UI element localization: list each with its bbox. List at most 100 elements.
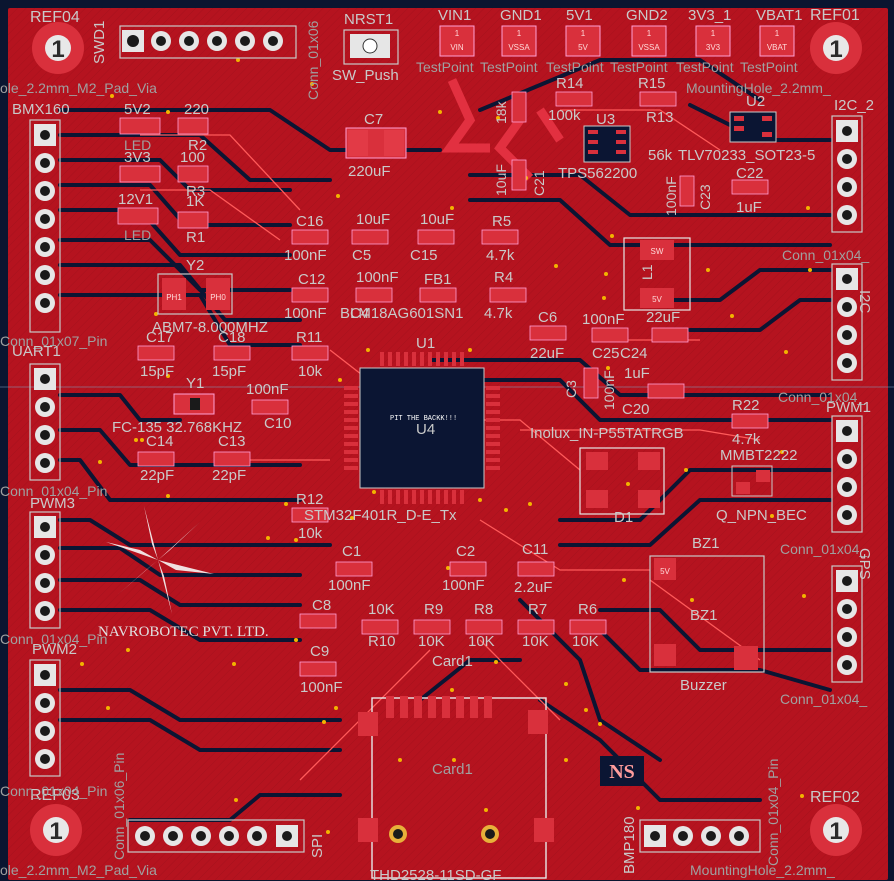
passives-right: C6 22uF 100nF C25 22uF C24 1uF C20 C3 10… — [493, 75, 769, 448]
svg-text:100nF: 100nF — [601, 370, 617, 410]
transistor-q1: MMBT2222 Q_NPN_BEC — [716, 447, 807, 524]
pwm1-connector: PWM1 Conn_01x04_ — [780, 399, 871, 557]
svg-text:C5: C5 — [352, 247, 371, 264]
uart-connector: UART1 Conn_01x04_Pin — [0, 343, 107, 499]
test-point-vin1: 1 VIN VIN1 — [438, 7, 475, 57]
svg-text:15pF: 15pF — [212, 363, 246, 380]
svg-text:Card1: Card1 — [432, 761, 473, 778]
ref01-value: MountingHole_2.2mm_ — [686, 80, 831, 96]
svg-text:Conn_01x04_: Conn_01x04_ — [780, 541, 867, 557]
svg-text:100k: 100k — [548, 107, 581, 124]
svg-text:C21: C21 — [531, 170, 547, 196]
mounting-hole-ref04: 1 — [32, 22, 84, 74]
svg-text:C4: C4 — [350, 305, 369, 322]
svg-text:VSSA: VSSA — [508, 43, 530, 52]
svg-text:LED: LED — [124, 137, 151, 153]
led-d1: Inolux_IN-P55TATRGB D1 — [530, 425, 684, 526]
svg-text:220uF: 220uF — [348, 163, 391, 180]
svg-text:C23: C23 — [697, 184, 713, 210]
svg-text:22pF: 22pF — [140, 467, 174, 484]
svg-text:22uF: 22uF — [530, 345, 564, 362]
svg-text:100nF: 100nF — [356, 269, 399, 286]
svg-text:56k: 56k — [648, 147, 673, 164]
nrst-switch: NRST1 SW_Push — [332, 11, 399, 84]
test-point-vbat1: 1 VBAT VBAT1 — [756, 7, 802, 57]
svg-text:BMP180: BMP180 — [621, 816, 638, 874]
svg-text:FC-135 32.768KHZ: FC-135 32.768KHZ — [112, 419, 242, 436]
svg-text:1: 1 — [49, 818, 62, 845]
svg-text:C11: C11 — [522, 541, 548, 558]
svg-text:10K: 10K — [368, 601, 395, 618]
svg-text:10uF: 10uF — [356, 211, 390, 228]
svg-text:BMX160: BMX160 — [12, 101, 70, 118]
svg-text:1uF: 1uF — [736, 199, 762, 216]
svg-text:1: 1 — [829, 818, 842, 845]
svg-text:Buzzer: Buzzer — [680, 677, 727, 694]
svg-text:1: 1 — [51, 36, 64, 63]
test-point-gnd2: 1 VSSA GND2 — [626, 7, 668, 57]
ref03-label: REF03 — [30, 787, 80, 804]
svg-text:TLV70233_SOT23-5: TLV70233_SOT23-5 — [678, 147, 815, 164]
svg-text:1uF: 1uF — [624, 365, 650, 382]
svg-text:Conn_01x04_Pin: Conn_01x04_Pin — [0, 483, 107, 499]
svg-text:L1: L1 — [639, 264, 655, 280]
svg-text:Conn_01x06_Pin: Conn_01x06_Pin — [111, 753, 127, 860]
svg-text:1: 1 — [829, 36, 842, 63]
svg-text:U2: U2 — [746, 93, 765, 110]
svg-text:10k: 10k — [298, 363, 323, 380]
svg-text:NRST1: NRST1 — [344, 11, 393, 28]
svg-text:18k: 18k — [493, 100, 509, 124]
svg-text:SW: SW — [651, 247, 664, 256]
svg-text:Conn_01x04_: Conn_01x04_ — [780, 691, 867, 707]
navrobotec-logo — [106, 506, 214, 614]
test-points: 1 VIN VIN1 1 VSSA GND1 1 5V 5V1 1 VSSA G… — [416, 7, 802, 75]
svg-text:BZ1: BZ1 — [692, 535, 720, 552]
svg-text:C1: C1 — [342, 543, 361, 560]
svg-text:1: 1 — [455, 29, 460, 38]
svg-text:I2C: I2C — [856, 290, 873, 314]
svg-text:VSSA: VSSA — [638, 43, 660, 52]
svg-text:10uF: 10uF — [420, 211, 454, 228]
mounting-hole-ref03: 1 — [30, 804, 82, 856]
svg-text:C17: C17 — [146, 329, 174, 346]
svg-text:C10: C10 — [264, 415, 292, 432]
svg-text:R3: R3 — [186, 183, 205, 200]
svg-text:22pF: 22pF — [212, 467, 246, 484]
svg-text:1K: 1K — [186, 193, 204, 210]
svg-text:10K: 10K — [572, 633, 599, 650]
svg-text:100nF: 100nF — [663, 176, 679, 216]
svg-text:4.7k: 4.7k — [486, 247, 515, 264]
svg-text:GPS: GPS — [856, 548, 873, 580]
svg-text:C9: C9 — [310, 643, 329, 660]
svg-text:Inolux_IN-P55TATRGB: Inolux_IN-P55TATRGB — [530, 425, 684, 442]
svg-text:TestPoint: TestPoint — [740, 59, 798, 75]
svg-text:SPI: SPI — [309, 834, 326, 858]
svg-text:C16: C16 — [296, 213, 324, 230]
svg-text:PWM2: PWM2 — [32, 641, 77, 658]
svg-text:TestPoint: TestPoint — [416, 59, 474, 75]
svg-text:5V: 5V — [660, 567, 670, 576]
svg-text:D1: D1 — [614, 509, 633, 526]
svg-text:R22: R22 — [732, 397, 760, 414]
svg-text:5V2: 5V2 — [124, 101, 151, 118]
svg-text:10K: 10K — [522, 633, 549, 650]
svg-text:5V: 5V — [578, 43, 588, 52]
svg-text:1: 1 — [775, 29, 780, 38]
svg-text:R15: R15 — [638, 75, 666, 92]
svg-text:SW_Push: SW_Push — [332, 67, 399, 84]
svg-text:VIN: VIN — [450, 43, 464, 52]
svg-text:TestPoint: TestPoint — [480, 59, 538, 75]
svg-text:TestPoint: TestPoint — [546, 59, 604, 75]
svg-text:R7: R7 — [528, 601, 547, 618]
crystal-y2: PH1 PH0 Y2 ABM7-8.000MHZ — [152, 257, 268, 336]
svg-text:100nF: 100nF — [284, 247, 327, 264]
svg-text:C6: C6 — [538, 309, 557, 326]
svg-text:10k: 10k — [298, 525, 323, 542]
ref04-value: ole_2.2mm_M2_Pad_Via — [0, 80, 157, 96]
svg-text:3V3_1: 3V3_1 — [688, 7, 731, 24]
pwm2-connector: PWM2 Conn_01x04_Pin — [0, 641, 107, 799]
svg-text:Y1: Y1 — [186, 375, 204, 392]
svg-text:Conn_01x04_: Conn_01x04_ — [778, 389, 865, 405]
svg-text:100nF: 100nF — [442, 577, 485, 594]
ic-u1-mcu: U1 U4 PIT THE BACKK!!! STM32F401R_D-E_Tx — [304, 335, 500, 524]
